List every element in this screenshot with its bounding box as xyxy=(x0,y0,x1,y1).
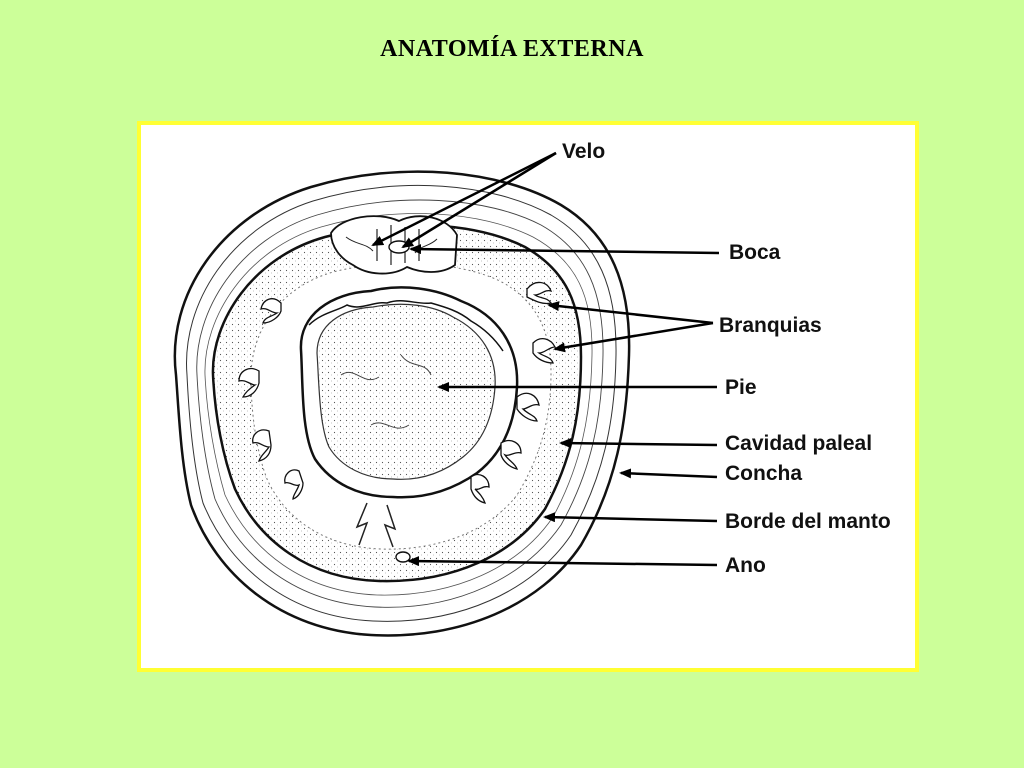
label-borde-del-manto: Borde del manto xyxy=(725,510,891,533)
anus-ano xyxy=(355,502,411,563)
label-concha: Concha xyxy=(725,462,803,485)
leader-branquias-1 xyxy=(547,301,714,325)
leader-velo xyxy=(371,151,557,247)
label-pie: Pie xyxy=(725,376,757,399)
diagram-frame: Velo Boca Branquias Pie Cavidad paleal C… xyxy=(137,121,919,672)
label-ano: Ano xyxy=(725,554,766,577)
leader-ano xyxy=(407,556,718,567)
foot-pie xyxy=(299,286,519,499)
gills-branquias xyxy=(238,281,557,504)
leader-branquias-2 xyxy=(553,321,714,353)
leader-borde-del-manto xyxy=(543,512,718,523)
label-branquias: Branquias xyxy=(719,314,822,337)
label-boca: Boca xyxy=(729,241,781,264)
label-cavidad-paleal: Cavidad paleal xyxy=(725,432,873,455)
label-velo: Velo xyxy=(562,140,606,163)
anatomy-illustration xyxy=(173,151,720,637)
leader-velo-2 xyxy=(401,151,557,249)
leader-concha xyxy=(619,468,718,479)
leader-cavidad-paleal xyxy=(559,438,718,449)
leader-boca xyxy=(409,244,720,255)
leader-lines xyxy=(371,151,720,567)
slide-title: ANATOMÍA EXTERNA xyxy=(380,36,644,62)
